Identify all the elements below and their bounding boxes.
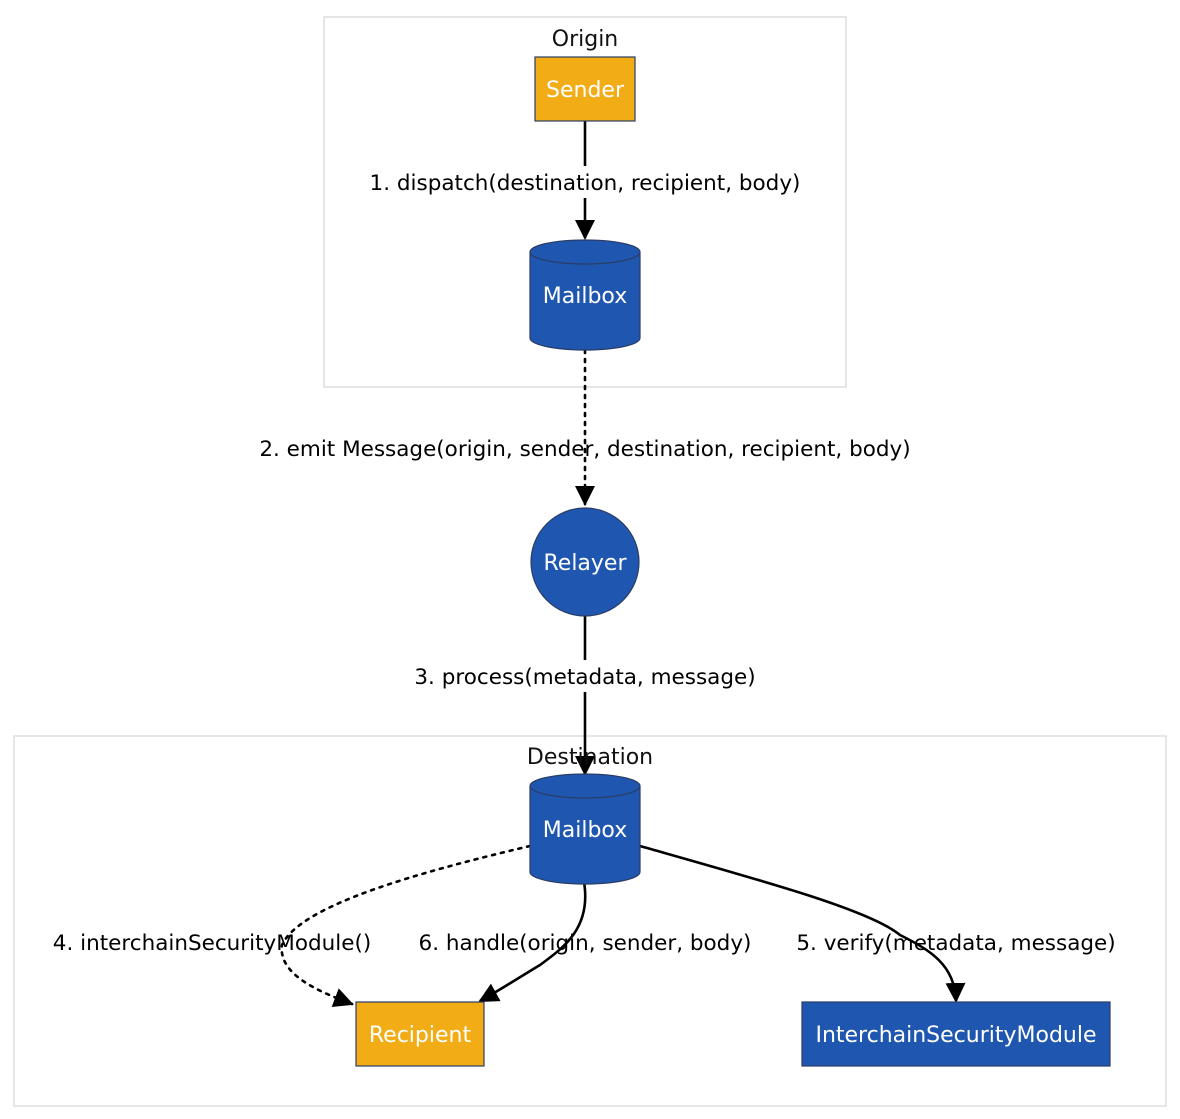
- edge-label-handle: 6. handle(origin, sender, body): [419, 931, 752, 956]
- node-destination-mailbox[interactable]: Mailbox: [529, 773, 641, 885]
- node-destination-mailbox-label: Mailbox: [543, 818, 627, 843]
- node-origin-mailbox-label: Mailbox: [543, 284, 627, 309]
- edge-ism-query: [280, 844, 532, 1008]
- edge-dispatch: 1. dispatch(destination, recipient, body…: [352, 121, 818, 240]
- node-recipient[interactable]: Recipient: [355, 1001, 485, 1067]
- node-sender[interactable]: Sender: [534, 56, 636, 122]
- edge-verify: [639, 844, 966, 1003]
- edge-label-process: 3. process(metadata, message): [414, 665, 755, 690]
- edge-handle: [478, 881, 587, 1003]
- edge-label-dispatch: 1. dispatch(destination, recipient, body…: [370, 171, 801, 196]
- edge-process: 3. process(metadata, message): [405, 616, 765, 776]
- node-origin-mailbox[interactable]: Mailbox: [529, 239, 641, 351]
- edge-label-verify: 5. verify(metadata, message): [796, 931, 1115, 956]
- node-relayer[interactable]: Relayer: [530, 507, 640, 617]
- destination-cluster-label: Destination: [527, 745, 653, 770]
- edge-emit: 2. emit Message(origin, sender, destinat…: [259, 348, 911, 506]
- node-ism[interactable]: InterchainSecurityModule: [801, 1001, 1111, 1067]
- node-ism-label: InterchainSecurityModule: [815, 1023, 1096, 1048]
- edge-label-emit: 2. emit Message(origin, sender, destinat…: [259, 437, 910, 462]
- node-sender-label: Sender: [546, 78, 625, 103]
- node-recipient-label: Recipient: [369, 1023, 472, 1048]
- origin-cluster-label: Origin: [552, 27, 619, 52]
- node-relayer-label: Relayer: [543, 551, 627, 576]
- edge-label-ism-query: 4. interchainSecurityModule(): [53, 931, 371, 956]
